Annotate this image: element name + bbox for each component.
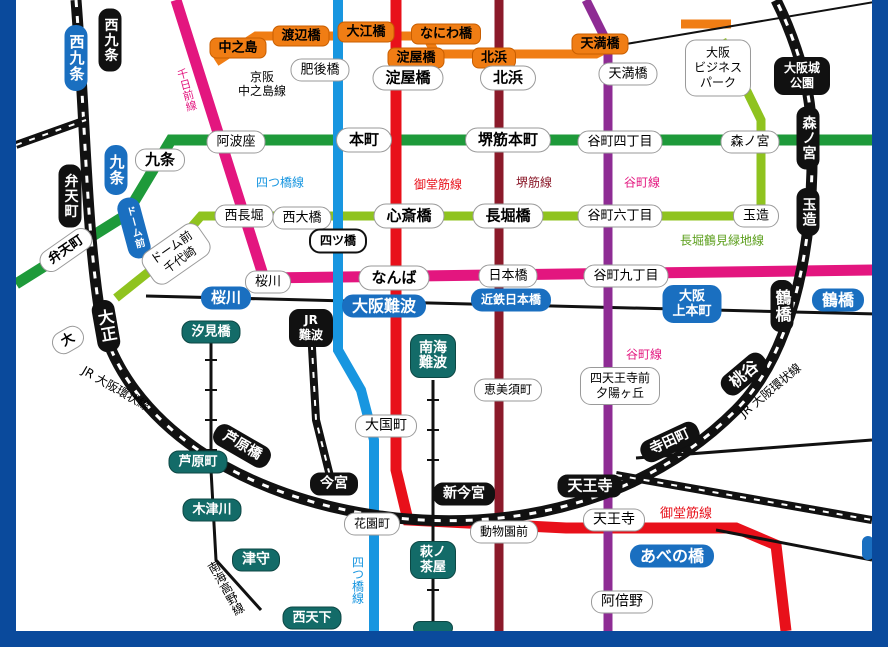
label-yotsubashi-line-upper: 四つ橋線 <box>255 175 305 190</box>
station-tamatsukuri[interactable]: 玉造 <box>732 204 780 228</box>
station-ashiharacho[interactable]: 芦原町 <box>168 450 228 474</box>
station-shitennojimae-yuhigaoka[interactable]: 四天王寺前 夕陽ヶ丘 <box>579 367 661 405</box>
jr-west-line <box>16 116 88 149</box>
station-honmachi[interactable]: 本町 <box>335 127 393 153</box>
station-dobutsuenmae[interactable]: 動物園前 <box>469 520 539 544</box>
station-shin-imamiya[interactable]: 新今宮 <box>433 482 495 506</box>
label-nagahori-line: 長堀鶴見緑地線 <box>679 233 765 248</box>
station-morinomiya[interactable]: 森ノ宮 <box>720 130 780 154</box>
jr-namba-line <box>307 329 335 481</box>
station-osakajo-koen[interactable]: 大阪城 公園 <box>773 57 831 95</box>
label-keihan-nakanoshima-line: 京阪 中之島線 <box>237 70 287 98</box>
station-yotsubashi[interactable]: 四ツ橋 <box>308 228 368 254</box>
station-shinsaibashi[interactable]: 心斎橋 <box>373 203 445 229</box>
station-hanazonocho[interactable]: 花園町 <box>343 512 401 536</box>
station-sakuragawa[interactable]: 桜川 <box>200 286 252 310</box>
thin-black-line-north <box>625 1 872 45</box>
station-tennoji-jr[interactable]: 天王寺 <box>557 474 623 498</box>
station-osaka-business-park[interactable]: 大阪 ビジネス パーク <box>684 39 752 97</box>
station-daikokucho[interactable]: 大国町 <box>355 414 417 438</box>
station-nishinagahori[interactable]: 西長堀 <box>214 204 274 228</box>
nankai-ties <box>205 359 439 591</box>
kansai-ties <box>615 474 872 521</box>
station-yodoyabashi[interactable]: 淀屋橋 <box>372 65 444 91</box>
label-midosuji-line-lower: 御堂筋線 <box>659 506 713 522</box>
tanimachi-line <box>581 0 613 631</box>
kintetsu-minami-line <box>715 528 872 562</box>
station-tsuruhashi-jr[interactable]: 鶴橋 <box>770 280 794 332</box>
station-nankai-namba[interactable]: 南海 難波 <box>410 334 456 378</box>
station-tanimachi-6[interactable]: 谷町六丁目 <box>577 204 663 228</box>
station-nagahoribashi[interactable]: 長堀橋 <box>472 203 544 229</box>
station-tsumori[interactable]: 津守 <box>232 548 280 572</box>
label-tanimachi-line-lower: 谷町線 <box>625 347 663 362</box>
station-kintetsu-nipponbashi[interactable]: 近鉄日本橋 <box>470 288 552 312</box>
station-kizugawa[interactable]: 木津川 <box>182 498 242 522</box>
station-tennoji[interactable]: 天王寺 <box>583 508 645 532</box>
station-oebashi[interactable]: 大江橋 <box>337 21 395 43</box>
station-nakanoshima[interactable]: 中之島 <box>209 37 267 59</box>
station-nipponbashi[interactable]: 日本橋 <box>478 264 538 288</box>
station-tenmabashi-keihan[interactable]: 天満橋 <box>571 33 629 55</box>
station-tamatsukuri-jr[interactable]: 玉造 <box>796 188 820 236</box>
station-nishitengachaya[interactable]: 西天下 <box>282 606 342 630</box>
station-kujo-chuo[interactable]: 九条 <box>104 145 128 195</box>
station-tsuruhashi[interactable]: 鶴橋 <box>811 288 865 312</box>
midosuji-line <box>390 0 792 631</box>
station-shiomibashi[interactable]: 汐見橋 <box>181 320 241 344</box>
station-tenmabashi[interactable]: 天満橋 <box>598 62 658 86</box>
station-higobashi[interactable]: 肥後橋 <box>290 58 350 82</box>
label-tanimachi-line-upper: 谷町線 <box>623 175 661 190</box>
jr-namba-ties <box>310 329 332 481</box>
station-kitahama-keihan[interactable]: 北浜 <box>471 47 517 69</box>
jr-west-ties <box>16 119 87 146</box>
station-tanimachi-9[interactable]: 谷町九丁目 <box>583 264 669 288</box>
station-east-partial <box>862 536 872 560</box>
station-sakuragawa-sennichimae[interactable]: 桜川 <box>244 270 292 294</box>
station-nishikujo[interactable]: 西九条 <box>64 25 88 91</box>
station-south-partial <box>413 621 453 631</box>
station-jr-namba[interactable]: JR 難波 <box>288 309 334 347</box>
station-nishiohashi[interactable]: 西大橋 <box>272 206 332 230</box>
station-tanimachi-4[interactable]: 谷町四丁目 <box>577 130 663 154</box>
label-yotsubashi-line-lower: 四つ橋線 <box>350 556 365 604</box>
station-sakaisuji-honmachi[interactable]: 堺筋本町 <box>464 127 552 153</box>
label-sakaisuji-line: 堺筋線 <box>515 175 553 190</box>
label-midosuji-line-upper: 御堂筋線 <box>413 177 463 192</box>
station-abenobashi[interactable]: あべの橋 <box>629 544 715 568</box>
map-canvas: 中之島 渡辺橋 大江橋 なにわ橋 淀屋橋 北浜 天満橋 肥後橋 淀屋橋 北浜 天… <box>16 0 872 631</box>
station-osaka-uehommachi[interactable]: 大阪 上本町 <box>662 285 722 323</box>
station-abeno[interactable]: 阿倍野 <box>591 590 653 614</box>
station-morinomiya-jr[interactable]: 森ノ宮 <box>796 106 820 170</box>
hanshin-line <box>635 438 872 460</box>
station-bentencho-jr[interactable]: 弁天町 <box>58 164 82 228</box>
station-awaza[interactable]: 阿波座 <box>206 130 266 154</box>
station-watanabebashi[interactable]: 渡辺橋 <box>272 25 330 47</box>
station-kujo[interactable]: 九条 <box>134 148 186 172</box>
station-nishikujo-jr[interactable]: 西九条 <box>98 8 122 72</box>
station-imamiya[interactable]: 今宮 <box>310 472 358 496</box>
station-naniwabashi[interactable]: なにわ橋 <box>410 23 482 45</box>
station-hagi-no-chaya[interactable]: 萩ノ 茶屋 <box>409 541 457 579</box>
station-osaka-namba[interactable]: 大阪難波 <box>341 294 427 318</box>
station-kitahama[interactable]: 北浜 <box>479 65 537 91</box>
station-ebisucho[interactable]: 恵美須町 <box>473 378 543 402</box>
station-namba[interactable]: なんば <box>358 265 430 291</box>
